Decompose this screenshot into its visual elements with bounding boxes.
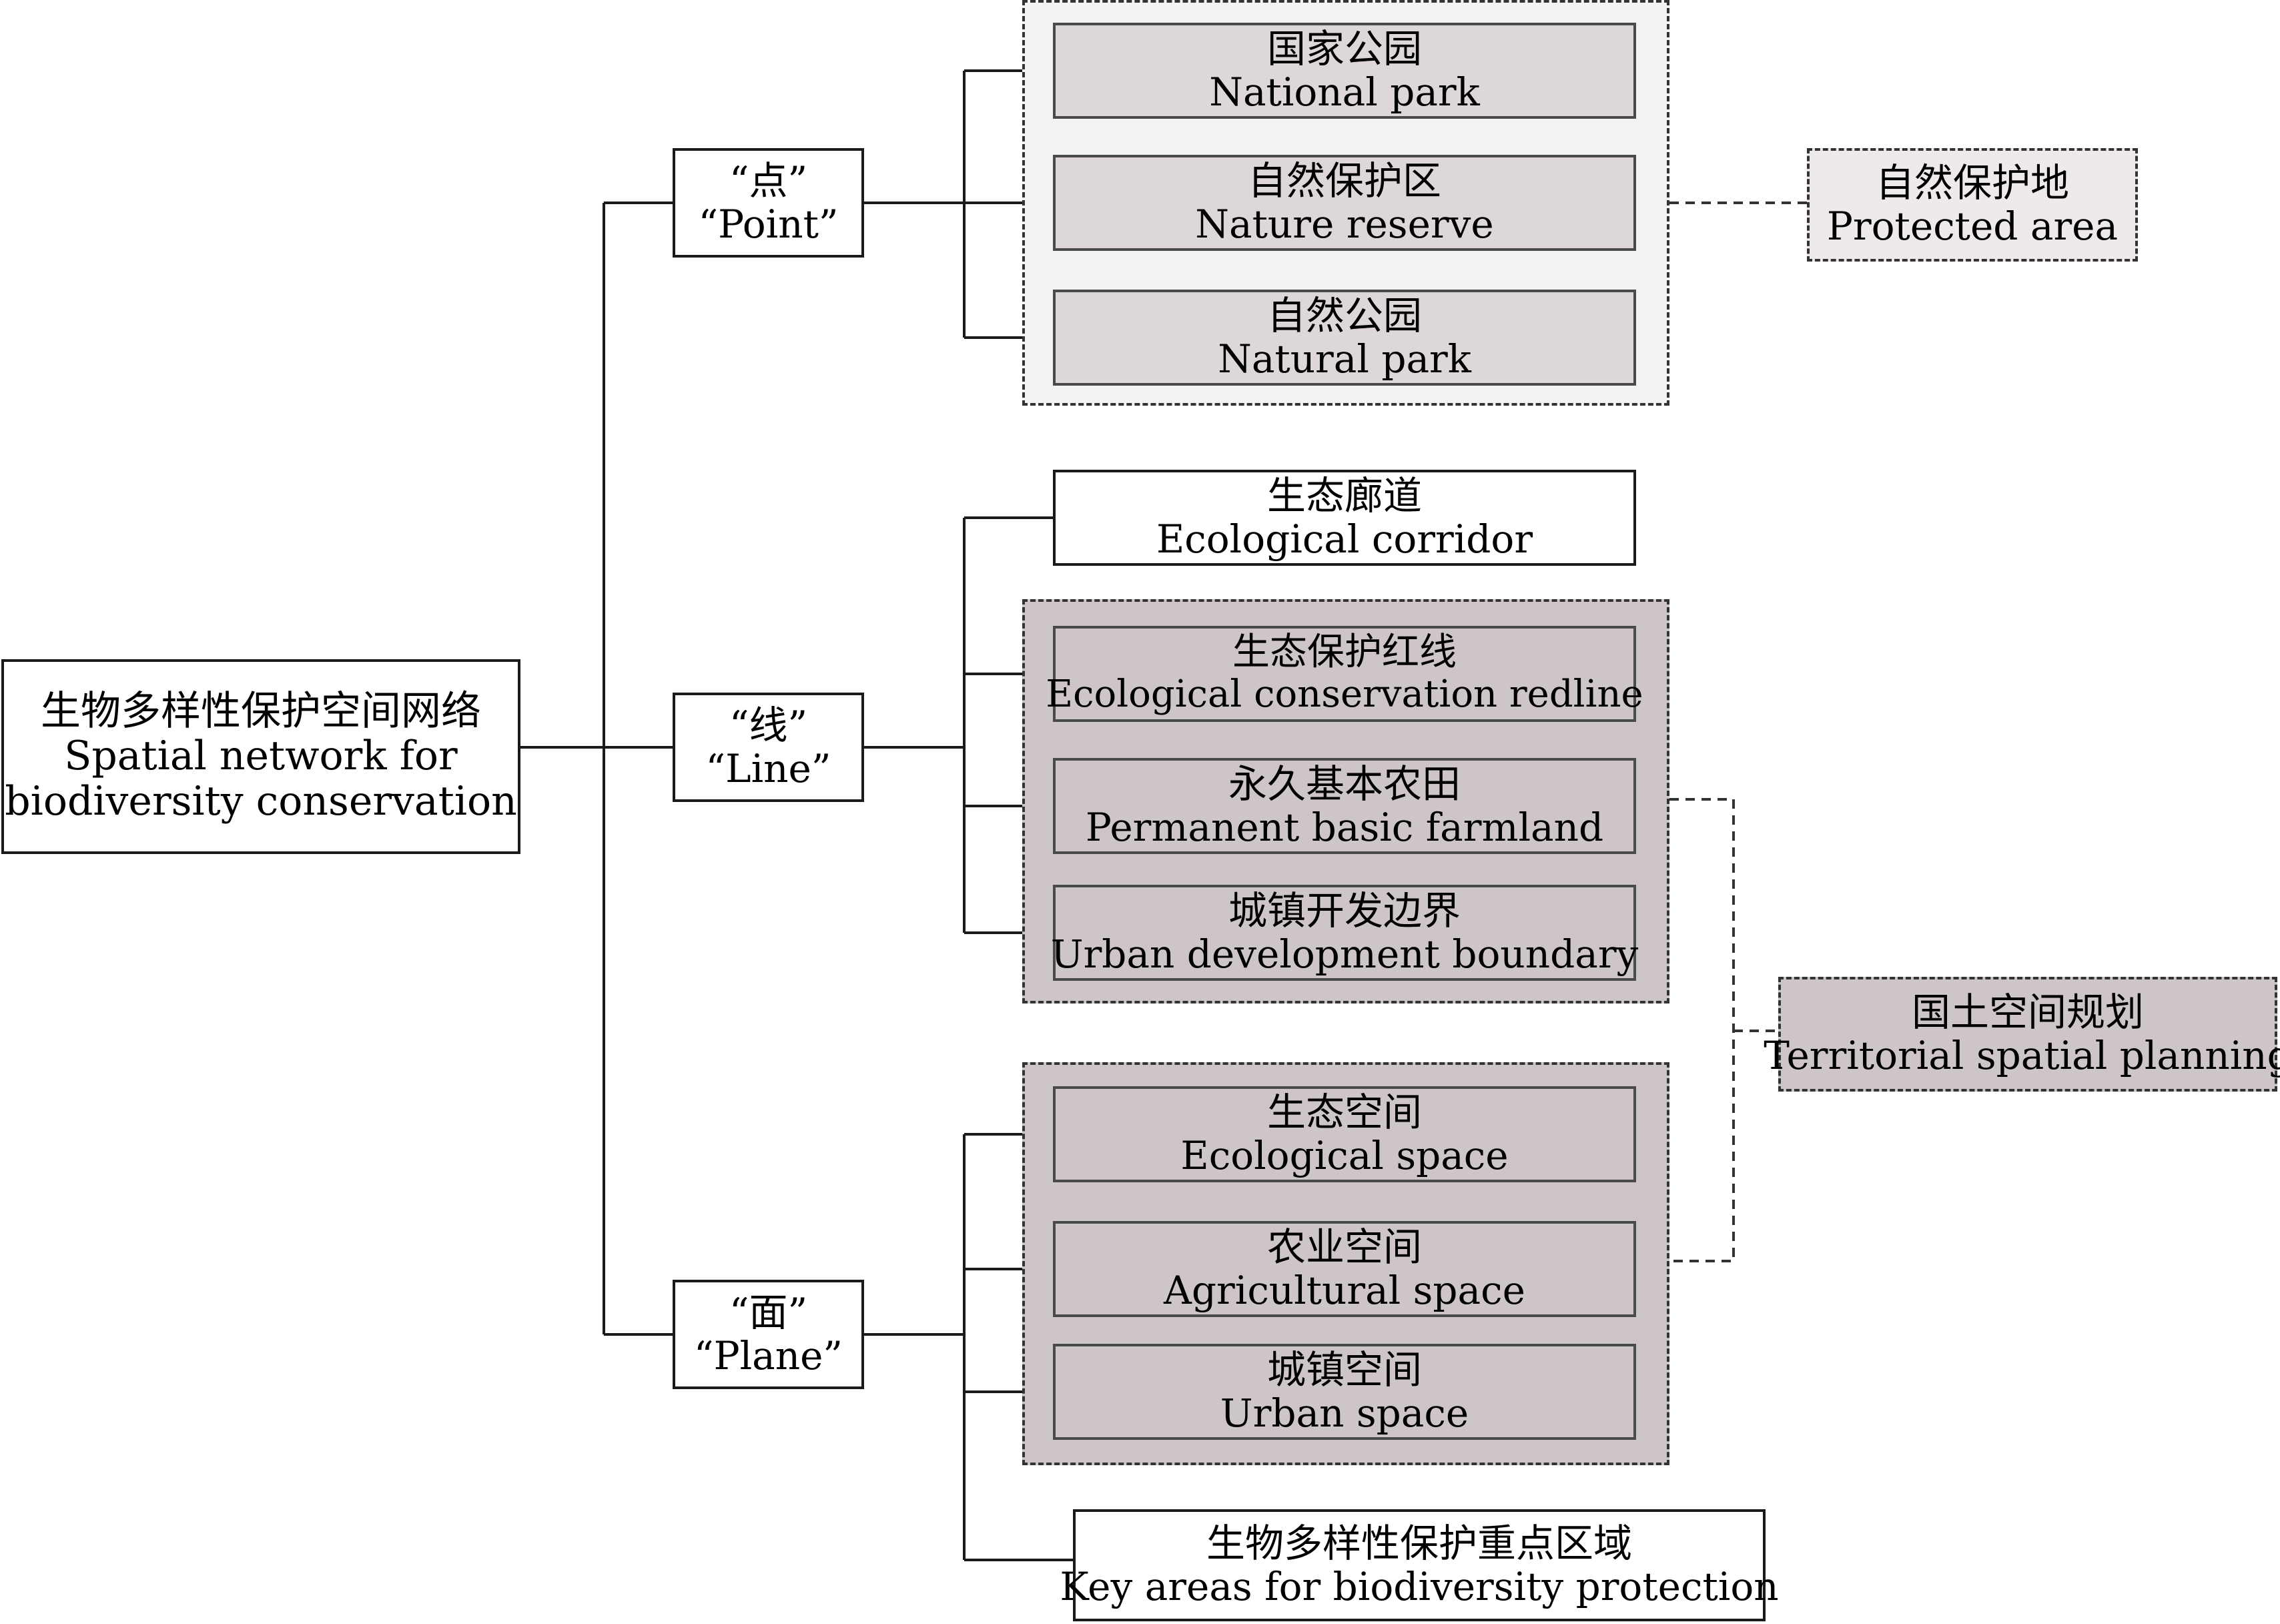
item-label-zh: 农业空间 (1266, 1224, 1422, 1270)
category-point-en: “Point” (698, 201, 839, 247)
item-natural-park: 自然公园 Natural park (1053, 290, 1636, 386)
item-label-zh: 生物多样性保护重点区域 (1206, 1521, 1632, 1567)
category-plane-en: “Plane” (693, 1333, 843, 1378)
item-label-en: Agricultural space (1164, 1268, 1525, 1313)
item-urban-space: 城镇空间 Urban space (1053, 1344, 1636, 1440)
group-label-zh: 国土空间规划 (1911, 989, 2144, 1036)
item-label-en: National park (1209, 69, 1480, 115)
root-label-en-1: Spatial network for (64, 733, 458, 780)
item-agricultural-space: 农业空间 Agricultural space (1053, 1221, 1636, 1317)
item-label-en: Key areas for biodiversity protection (1060, 1564, 1779, 1609)
item-label-en: Natural park (1218, 336, 1471, 382)
item-label-en: Ecological conservation redline (1046, 673, 1643, 716)
territorial-bracket (1669, 798, 1735, 1262)
group-protected-area: 自然保护地 Protected area (1807, 148, 2138, 262)
item-ecological-redline: 生态保护红线 Ecological conservation redline (1046, 626, 1643, 722)
item-label-en: Urban space (1220, 1390, 1469, 1436)
item-national-park: 国家公园 National park (1053, 23, 1636, 119)
item-label-zh: 自然公园 (1266, 293, 1422, 339)
item-label-en: Urban development boundary (1050, 931, 1639, 977)
category-line-zh: “线” (729, 703, 808, 749)
category-plane: “面” “Plane” (673, 1280, 864, 1389)
item-label-zh: 国家公园 (1266, 26, 1422, 72)
group-label-en: Protected area (1826, 204, 2119, 249)
root-label-zh: 生物多样性保护空间网络 (41, 688, 481, 735)
item-label-en: Ecological corridor (1156, 516, 1533, 562)
item-key-biodiversity-areas: 生物多样性保护重点区域 Key areas for biodiversity p… (1060, 1509, 1779, 1621)
item-label-zh: 生态空间 (1266, 1090, 1422, 1136)
item-urban-boundary: 城镇开发边界 Urban development boundary (1050, 885, 1639, 981)
item-label-en: Ecological space (1180, 1133, 1509, 1178)
root-node: 生物多样性保护空间网络 Spatial network for biodiver… (1, 659, 520, 854)
item-label-en: Nature reserve (1195, 201, 1494, 247)
category-line: “线” “Line” (673, 693, 864, 802)
item-label-en: Permanent basic farmland (1085, 805, 1604, 850)
item-ecological-corridor: 生态廊道 Ecological corridor (1053, 470, 1636, 566)
item-nature-reserve: 自然保护区 Nature reserve (1053, 155, 1636, 251)
item-label-zh: 城镇开发边界 (1228, 888, 1461, 934)
item-label-zh: 永久基本农田 (1228, 761, 1461, 807)
item-ecological-space: 生态空间 Ecological space (1053, 1086, 1636, 1182)
group-label-en: Territorial spatial planning (1764, 1033, 2280, 1078)
category-point: “点” “Point” (673, 148, 864, 258)
group-label-zh: 自然保护地 (1875, 160, 2069, 206)
item-label-zh: 生态廊道 (1266, 473, 1422, 519)
category-point-zh: “点” (729, 158, 808, 204)
item-label-zh: 生态保护红线 (1232, 631, 1457, 675)
category-line-en: “Line” (705, 746, 831, 791)
root-label-en-2: biodiversity conservation (5, 777, 517, 825)
item-permanent-farmland: 永久基本农田 Permanent basic farmland (1053, 758, 1636, 854)
group-territorial-planning: 国土空间规划 Territorial spatial planning (1764, 977, 2280, 1092)
item-label-zh: 城镇空间 (1266, 1347, 1422, 1393)
category-plane-zh: “面” (729, 1290, 808, 1336)
item-label-zh: 自然保护区 (1247, 158, 1441, 204)
